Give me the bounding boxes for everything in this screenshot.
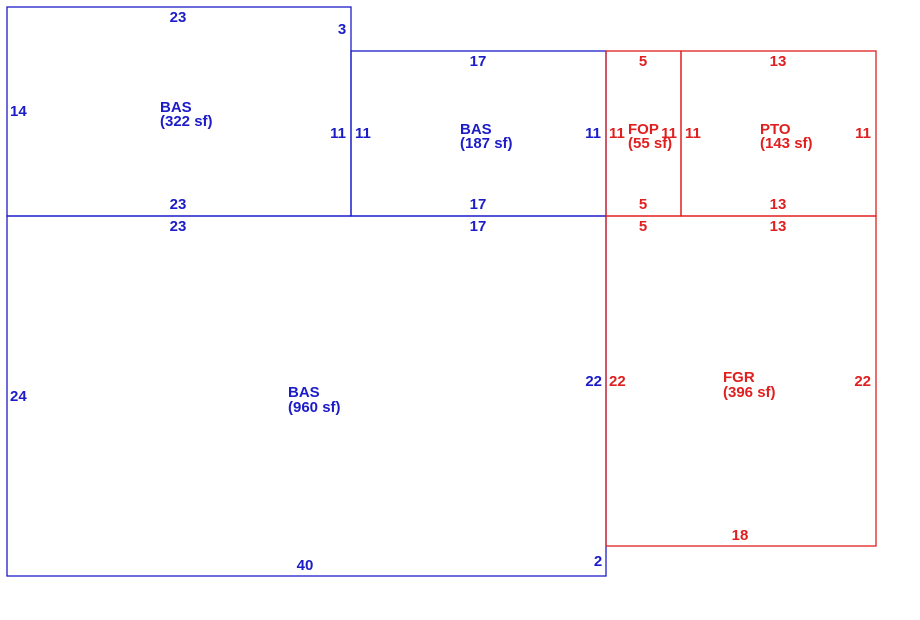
bas-upper-left-area: (322 sf) [160,113,213,130]
bas-upper-left-step-dimension: 3 [338,21,346,38]
fop-code: FOP [628,121,659,138]
pto-bottom-dimension: 13 [770,196,787,213]
fgr-bottom-dimension: 18 [732,527,749,544]
bas-main-left-dimension: 24 [10,388,27,405]
bas-upper-left-code: BAS [160,99,192,116]
bas-upper-middle-left-dimension: 11 [355,125,371,142]
fop-left-dimension: 11 [609,125,625,142]
fgr-top-left-dimension: 5 [639,218,647,235]
pto-right-dimension: 11 [855,125,871,142]
fop-right-dimension: 11 [661,125,677,142]
bas-upper-left-right-dimension: 11 [330,125,346,142]
bas-upper-left-bottom-dimension: 23 [170,196,187,213]
fgr-left-dimension: 22 [609,373,626,390]
pto-code: PTO [760,121,791,138]
fgr-right-dimension: 22 [854,373,871,390]
bas-main-top-right-dimension: 17 [470,218,487,235]
pto-top-dimension: 13 [770,53,787,70]
fgr-area: (396 sf) [723,384,776,401]
fgr-top-right-dimension: 13 [770,218,787,235]
bas-upper-middle-top-dimension: 17 [470,53,487,70]
bas-main-right-dimension: 22 [585,373,602,390]
bas-upper-left-top-dimension: 23 [170,9,187,26]
fgr-code: FGR [723,369,755,386]
pto-area: (143 sf) [760,135,813,152]
fop-bottom-dimension: 5 [639,196,647,213]
bas-upper-middle-code: BAS [460,121,492,138]
bas-main-code: BAS [288,384,320,401]
bas-upper-middle-bottom-dimension: 17 [470,196,487,213]
bas-main-bottom-dimension: 40 [297,557,314,574]
bas-main-area: (960 sf) [288,399,341,416]
fop-area: (55 sf) [628,135,672,152]
bas-main-top-left-dimension: 23 [170,218,187,235]
fop-top-dimension: 5 [639,53,647,70]
pto-left-dimension: 11 [685,125,701,142]
bas-upper-left-left-dimension: 14 [10,103,27,120]
bas-upper-middle-right-dimension: 11 [585,125,601,142]
fgr-outline [605,215,877,547]
bas-upper-middle-area: (187 sf) [460,135,513,152]
bas-main-corner-dimension: 2 [594,553,602,570]
